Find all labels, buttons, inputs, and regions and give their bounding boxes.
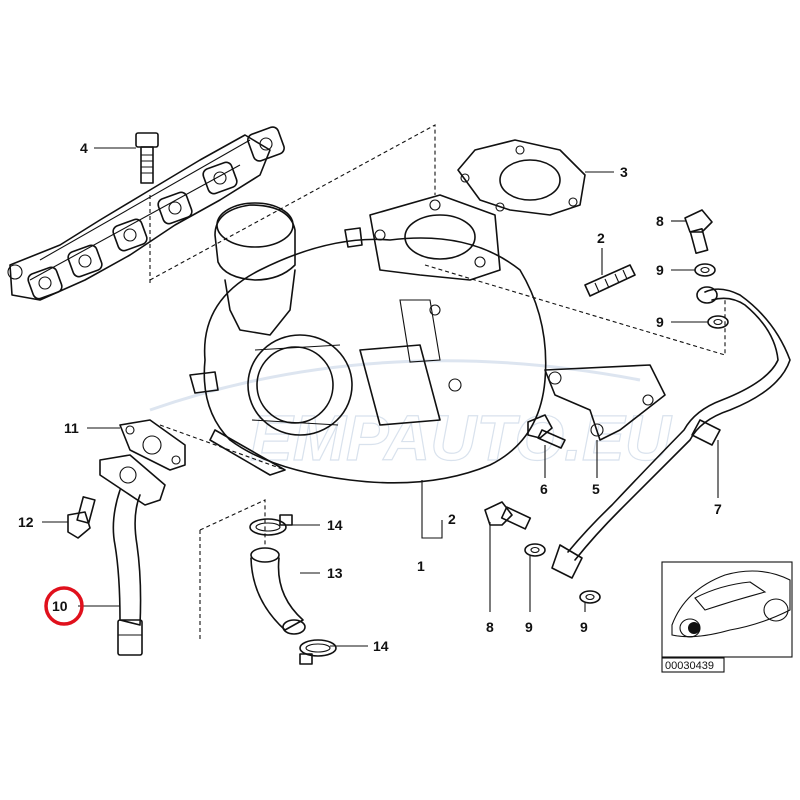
callout-1: 1 — [417, 558, 425, 574]
location-dot — [688, 622, 700, 634]
callout-11: 11 — [64, 420, 79, 436]
watermark: EMPAUTO.EU — [149, 359, 673, 475]
callout-4: 4 — [80, 140, 88, 156]
washer-9-lower-b — [579, 590, 601, 604]
callout-14-lower: 14 — [373, 638, 389, 654]
callout-13: 13 — [327, 565, 343, 581]
stud-2-upper — [584, 264, 636, 297]
clamp-14-lower — [299, 639, 337, 665]
callout-12: 12 — [18, 514, 34, 530]
callout-labels: 4 3 2 8 9 9 11 12 14 13 14 10 6 5 7 2 1 … — [18, 140, 722, 654]
callout-9-upper-b: 9 — [656, 314, 664, 330]
clamp-14-upper — [249, 514, 293, 536]
callout-14-upper: 14 — [327, 517, 343, 533]
callout-9-lower-a: 9 — [525, 619, 533, 635]
turbocharger-1 — [189, 194, 547, 484]
callout-7: 7 — [714, 501, 722, 517]
callout-6: 6 — [540, 481, 548, 497]
exhaust-manifold — [7, 126, 285, 301]
callout-5: 5 — [592, 481, 600, 497]
bolt-4 — [135, 132, 159, 184]
callout-10: 10 — [52, 598, 68, 614]
hose-13 — [250, 547, 306, 635]
callout-9-lower-b: 9 — [580, 619, 588, 635]
watermark-text: EMPAUTO.EU — [250, 402, 673, 474]
bolt-6 — [527, 414, 566, 449]
washer-9-upper-a — [694, 263, 716, 277]
manifold-flange — [7, 126, 285, 300]
highlight-ring — [44, 586, 84, 626]
callout-8-lower: 8 — [486, 619, 494, 635]
leader-lines — [42, 147, 719, 647]
bolt-12 — [67, 496, 96, 539]
bolt-8-lower — [484, 501, 532, 530]
oil-pipe-7 — [551, 286, 791, 579]
vehicle-locator: 00030439 — [661, 561, 793, 673]
bolt-8-upper — [684, 209, 713, 254]
diagram-code: 00030439 — [665, 660, 714, 672]
bracket-5 — [544, 364, 666, 441]
callout-2-lower: 2 — [448, 511, 456, 527]
gasket-3 — [457, 139, 586, 216]
callout-8-upper: 8 — [656, 213, 664, 229]
oil-pipe-10 — [99, 454, 166, 656]
washer-9-lower-a — [524, 543, 546, 557]
callout-9-upper-a: 9 — [656, 262, 664, 278]
gasket-11 — [119, 419, 186, 471]
callout-3: 3 — [620, 164, 628, 180]
callout-2-upper: 2 — [597, 230, 605, 246]
projection-lines — [149, 124, 726, 640]
